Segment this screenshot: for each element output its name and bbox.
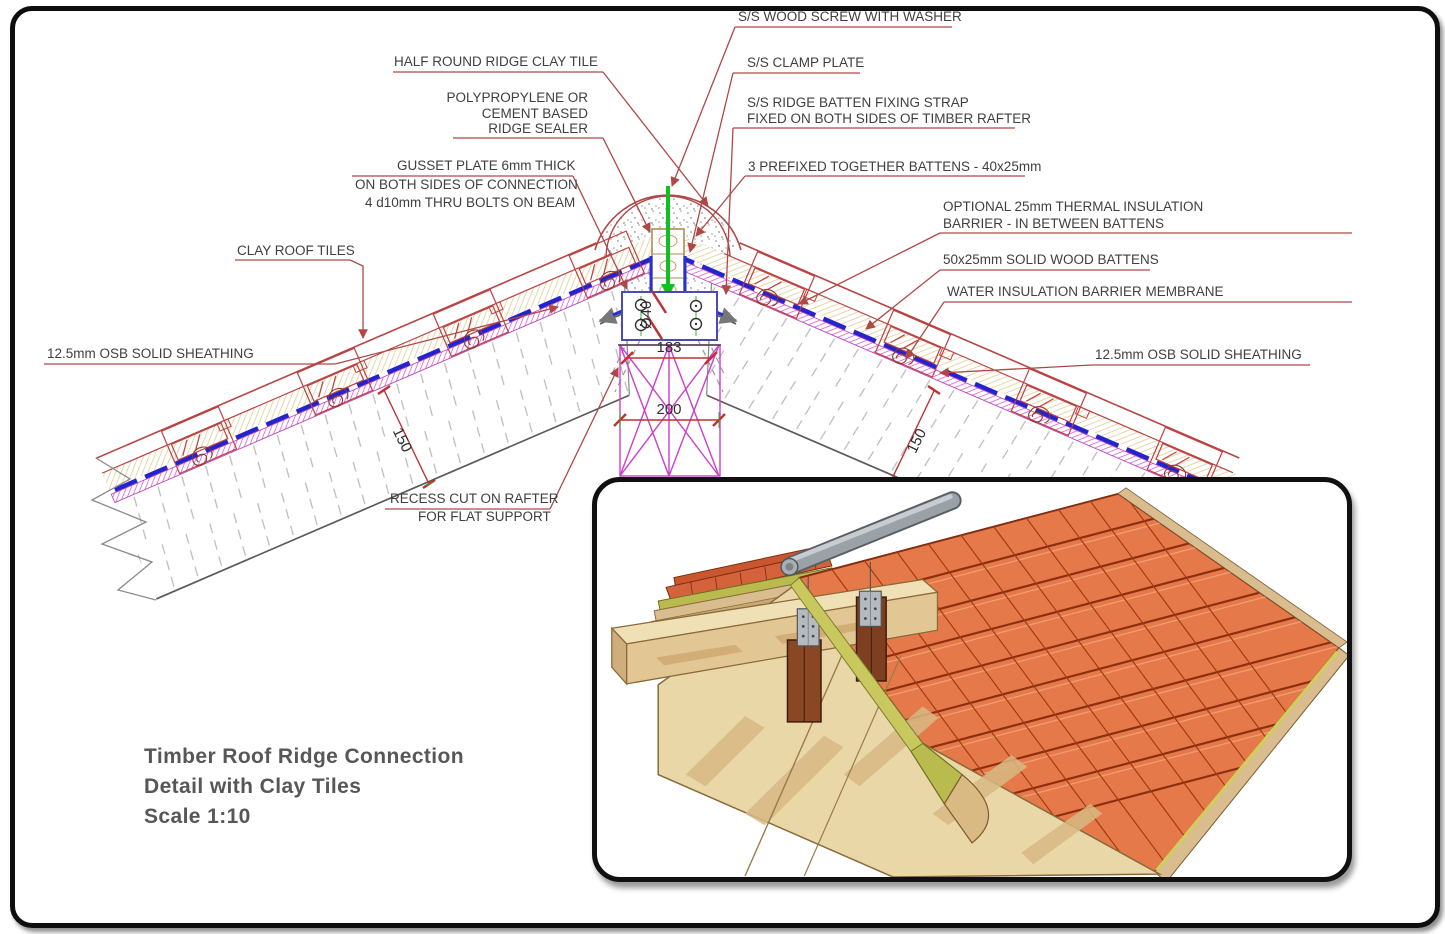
tile-hook-spirals [192,270,621,466]
leader-lines [44,26,1352,510]
dim-bolt-dia: Ø40 [638,301,655,329]
label-osb-right: 12.5mm OSB SOLID SHEATHING [1095,347,1302,362]
svg-text:200: 200 [656,401,681,418]
label-ridge-strap-2: FIXED ON BOTH SIDES OF TIMBER RAFTER [747,111,1031,126]
batten-section [738,250,1224,495]
label-insulation-1: OPTIONAL 25mm THERMAL INSULATION [943,199,1203,214]
label-gusset-1: GUSSET PLATE 6mm THICK [397,158,576,173]
dimension-183: 183 [620,339,718,365]
label-gusset-3: 4 d10mm THRU BOLTS ON BEAM [365,195,575,210]
label-clamp-plate: S/S CLAMP PLATE [747,55,864,70]
title-line-3: Scale 1:10 [144,805,251,828]
label-ridge-strap-1: S/S RIDGE BATTEN FIXING STRAP [747,95,969,110]
title-line-1: Timber Roof Ridge Connection [144,745,464,768]
label-recess-2: FOR FLAT SUPPORT [418,509,551,524]
post-front [786,608,822,723]
inset-3d-view [592,477,1352,882]
left-slope-assembly [95,230,673,600]
ridge-cap-3d [780,491,962,576]
label-wood-screw: S/S WOOD SCREW WITH WASHER [738,9,962,24]
label-osb-left: 12.5mm OSB SOLID SHEATHING [47,346,254,361]
label-membrane: WATER INSULATION BARRIER MEMBRANE [947,284,1224,299]
label-wood-battens: 50x25mm SOLID WOOD BATTENS [943,252,1159,267]
label-sealer-2: CEMENT BASED [482,106,589,121]
label-insulation-2: BARRIER - IN BETWEEN BATTENS [943,216,1164,231]
title-block: Timber Roof Ridge Connection Detail with… [144,742,464,832]
label-sealer-1: POLYPROPYLENE OR [446,90,588,105]
title-line-2: Detail with Clay Tiles [144,775,362,798]
svg-text:183: 183 [656,339,681,356]
gusset-plate: Ø40 [621,290,718,341]
label-gusset-2: ON BOTH SIDES OF CONNECTION [355,177,578,192]
break-line [90,457,157,601]
cutaway-notch [789,576,990,844]
label-prefixed-battens: 3 PREFIXED TOGETHER BATTENS - 40x25mm [748,159,1041,174]
label-clay-tiles: CLAY ROOF TILES [237,243,355,258]
label-sealer-3: RIDGE SEALER [488,121,588,136]
inset-3d-art [610,487,1347,877]
batten-section [160,230,646,475]
label-recess-1: RECESS CUT ON RAFTER [390,491,559,506]
label-half-round-tile: HALF ROUND RIDGE CLAY TILE [394,54,598,69]
dimension-200: 200 [613,401,726,428]
